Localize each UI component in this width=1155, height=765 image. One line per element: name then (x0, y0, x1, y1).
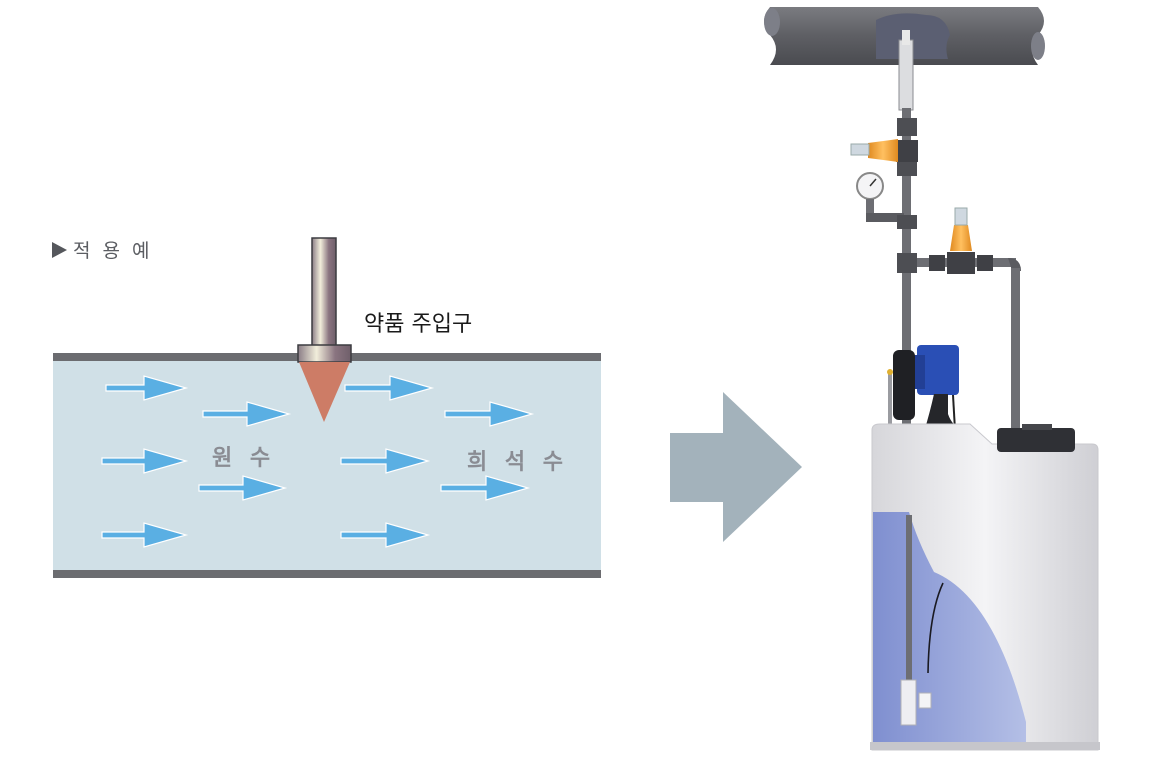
flow-arrow (202, 401, 292, 427)
pressure-relief-valve (950, 207, 972, 251)
metering-pump (887, 345, 964, 432)
chemical-tank (870, 423, 1100, 751)
flow-arrow (101, 522, 189, 548)
injector-stem (311, 237, 337, 347)
pipe-wall-bottom (53, 570, 601, 578)
injector (297, 237, 352, 422)
injection-valve (898, 39, 914, 111)
injector-collar (297, 344, 352, 363)
flow-arrow (444, 401, 535, 427)
diluted-water-label: 희 석 수 (467, 450, 569, 475)
tank-cap (997, 424, 1075, 452)
suction-lance (906, 515, 912, 690)
pressure-gauge (856, 172, 904, 222)
flow-arrow (340, 448, 431, 474)
return-line (1011, 268, 1020, 430)
flow-arrow (105, 375, 189, 401)
back-pressure-valve (850, 139, 898, 162)
flow-arrow (344, 375, 435, 401)
transition-arrow (670, 392, 802, 542)
example-heading-text: 적 용 예 (73, 240, 153, 262)
flow-arrow (340, 522, 431, 548)
chemical-inlet-label: 약품 주입구 (364, 312, 473, 337)
flow-arrows (101, 375, 535, 548)
dosing-system (764, 7, 1100, 751)
triangle-bullet-icon (52, 242, 67, 258)
flow-arrow (440, 475, 531, 501)
example-heading: 적 용 예 (52, 236, 153, 263)
injector-tip (299, 362, 350, 422)
flow-arrow (101, 448, 189, 474)
raw-water-label: 원 수 (212, 446, 276, 471)
flow-arrow (198, 475, 288, 501)
